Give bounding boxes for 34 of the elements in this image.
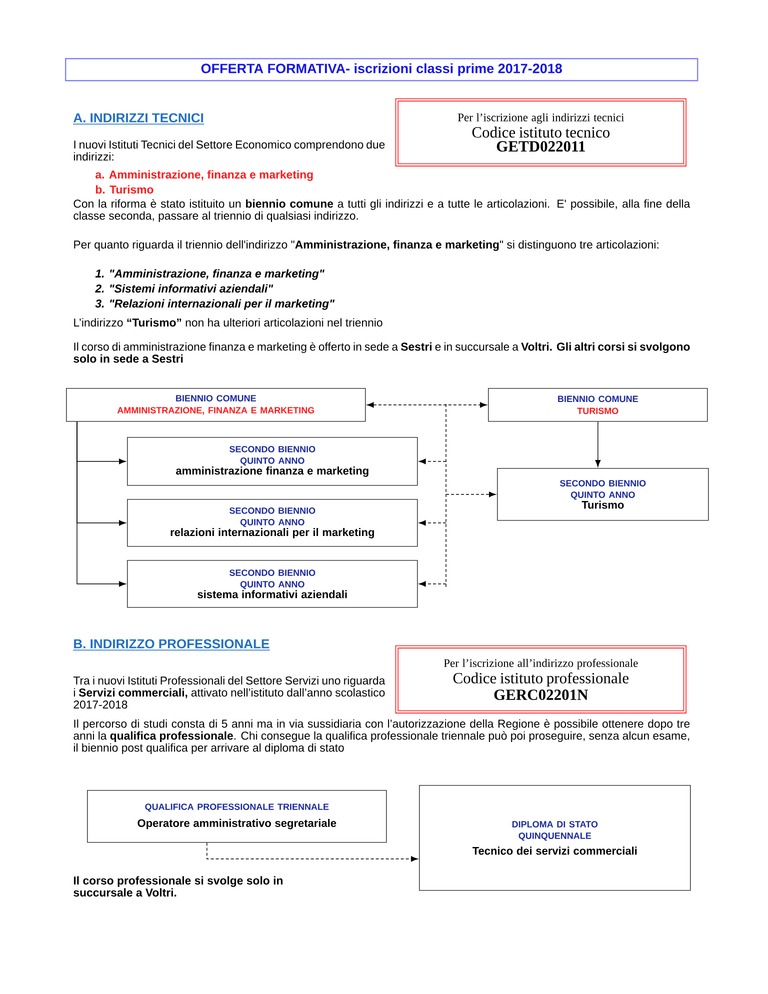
course-box: QUALIFICA PROFESSIONALE TRIENNALE Operatore amministrativo segretariale [87, 790, 387, 843]
course-box: SECONDO BIENNIO QUINTO ANNO sistema informativi aziendali [127, 560, 418, 608]
list-item: 3. "Relazioni internazionali per il marketing" [95, 299, 335, 310]
course-box: SECONDO BIENNIO QUINTO ANNO amministrazione finanza e marketing [127, 437, 418, 486]
paragraph: Per quanto riguarda il triennio dell'indirizzo "Amministrazione, finanza e marketing" si distinguono tre articolazioni: [74, 240, 658, 251]
course-box: SECONDO BIENNIO QUINTO ANNO Turismo [497, 468, 709, 521]
section-heading: B. INDIRIZZO PROFESSIONALE [72, 639, 270, 650]
code-box: Per l’iscrizione agli indirizzi tecnici Codice istituto tecnico GETD022011 [395, 98, 686, 166]
course-box: SECONDO BIENNIO QUINTO ANNO relazioni internazionali per il marketing [127, 499, 418, 547]
course-box: BIENNIO COMUNE AMMINISTRAZIONE, FINANZA E MARKETING [66, 388, 366, 422]
code-box: Per l’iscrizione all’indirizzo professionale Codice istituto professionale GERC02201N [395, 645, 686, 714]
arrow [446, 492, 496, 498]
arrow [366, 402, 487, 408]
section-heading: A. INDIRIZZI TECNICI [72, 113, 205, 125]
arrow [206, 842, 418, 862]
paragraph: I nuovi Istituti Tecnici del Settore Economico comprendono due indirizzi: [74, 140, 385, 161]
paragraph: Il percorso di studi consta di 5 anni ma in via sussidiaria con l’autorizzazione della Regione è possibile ottenere dopo tre anni la qualifica professionale. Chi consegue la qualifica professionale triennale può poi proseguire, senza alcun esame, il biennio post qualifica per arrivare al diploma di stato [74, 719, 690, 754]
list-item: 2. "Sistemi informativi aziendali" [95, 284, 274, 293]
arrow [76, 421, 126, 587]
list-item: a. Amministrazione, finanza e marketing [96, 170, 313, 181]
paragraph: Il corso professionale si svolge solo in succursale a Voltri. [74, 876, 282, 897]
arrow [595, 421, 601, 467]
paragraph: Con la riforma è stato istituito un biennio comune a tutti gli indirizzi e a tutte le articolazioni. E' possibile, alla fine della classe seconda, passare al triennio di qualsiasi indirizzo. [74, 199, 690, 222]
arrow [418, 581, 446, 587]
paragraph: Tra i nuovi Istituti Professionali del Settore Servizi uno riguarda i Servizi commerciali, attivato nell’istituto dall’anno scolastico 2017-2018 [73, 676, 386, 709]
paragraph: Il corso di amministrazione finanza e marketing è offerto in sede a Sestri e in succursale a Voltri. Gli altri corsi si svolgono solo in sede a Sestri [74, 342, 690, 363]
list-item: 1. "Amministrazione, finanza e marketing" [95, 269, 324, 280]
course-box: BIENNIO COMUNE TURISMO [488, 388, 708, 422]
course-box: DIPLOMA DI STATO QUINQUENNALE Tecnico dei servizi commerciali [419, 785, 691, 891]
arrow [418, 520, 446, 526]
paragraph: L’indirizzo “Turismo” non ha ulteriori articolazioni nel triennio [74, 318, 382, 327]
list-item: b. Turismo [96, 185, 154, 194]
arrow [418, 458, 446, 464]
title-box: OFFERTA FORMATIVA- iscrizioni classi prime 2017-2018 [65, 58, 698, 82]
